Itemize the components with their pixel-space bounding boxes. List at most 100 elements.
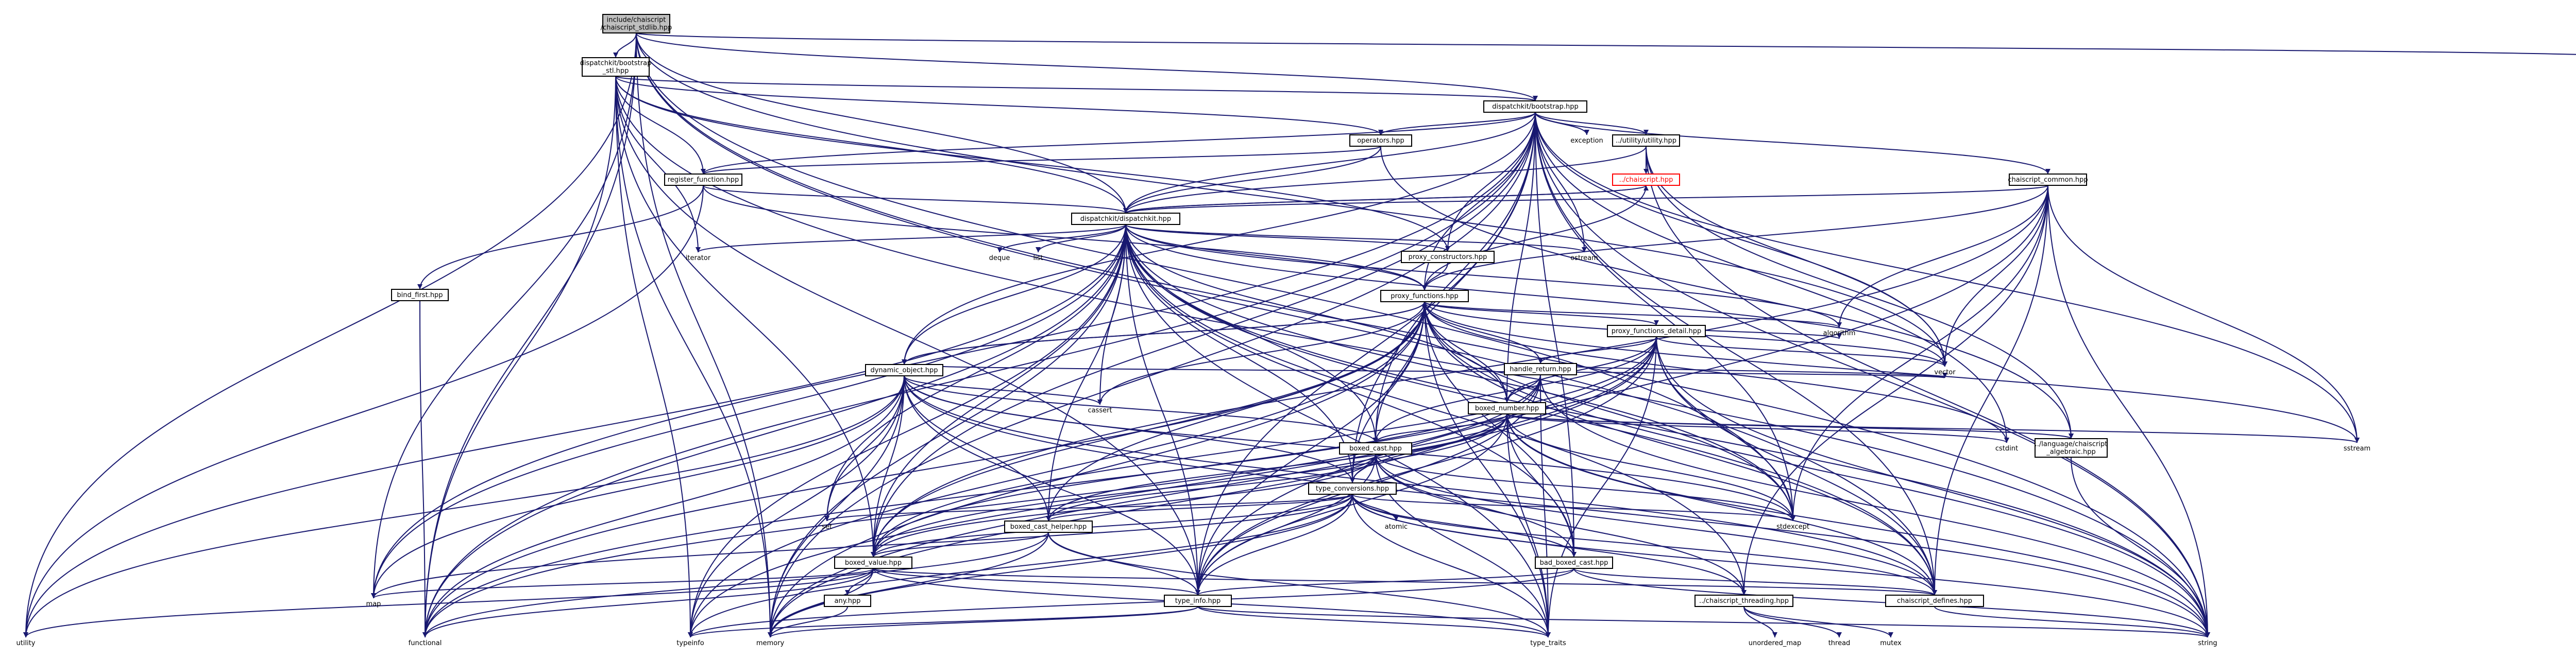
node-boxed-cast[interactable]: boxed_cast.hpp [1339, 442, 1412, 455]
dependency-edge-boxed_value-to-functional [425, 568, 874, 638]
node-label: atomic [1385, 523, 1408, 531]
dependency-edge-type_conversions-to-set [826, 494, 1353, 522]
dependency-edge-root-to-utility_h [25, 32, 637, 638]
node-label: exception [1570, 137, 1603, 145]
node-dynamic-object[interactable]: dynamic_object.hpp [865, 364, 943, 376]
dependency-edge-boxed_cast-to-bad_boxed_cast [1375, 454, 1574, 558]
dependency-arrowhead [1504, 397, 1510, 403]
node-string: string [2198, 639, 2217, 647]
node-type-traits: type_traits [1530, 639, 1566, 647]
node-label: boxed_cast_helper.hpp [1010, 523, 1087, 531]
dependency-edge-proxy_functions_detail-to-type_traits [1548, 336, 1657, 638]
node-label: ostream [1570, 254, 1598, 262]
node-operators[interactable]: operators.hpp [1349, 134, 1412, 147]
dependency-edge-threading-to-mutex [1743, 606, 1891, 638]
dependency-edge-proxy_functions-to-typeinfo [690, 301, 1425, 638]
node-label: bad_boxed_cast.hpp [1540, 559, 1608, 567]
dependency-arrowhead [1584, 130, 1589, 135]
node-label: boxed_cast.hpp [1349, 445, 1402, 453]
node-label: proxy_functions_detail.hpp [1612, 327, 1702, 335]
node-label: register_function.hpp [668, 176, 739, 184]
node-register-function[interactable]: register_function.hpp [664, 174, 742, 186]
dependency-arrowhead [1837, 632, 1842, 637]
dependency-edge-bootstrap_stl-to-iterator [615, 76, 699, 253]
dependency-edge-type_conversions-to-map [373, 494, 1353, 599]
node-utility[interactable]: ../utility/utility.hpp [1612, 134, 1680, 147]
dependency-edge-dispatchkit-to-set [826, 224, 1126, 522]
dependency-edge-bootstrap_stl-to-operators [615, 76, 1381, 135]
node-label: memory [756, 639, 785, 647]
dependency-edge-chaiscript_common-to-sstream [2047, 185, 2358, 443]
dependency-edge-bootstrap_stl-to-register_function [615, 76, 704, 175]
dependency-arrowhead [696, 247, 701, 252]
dependency-arrowhead [1790, 516, 1795, 521]
node-box [1694, 595, 1793, 607]
node-root[interactable]: include/chaiscript/chaiscript_stdlib.hpp [601, 14, 672, 33]
node-label: algorithm [1823, 330, 1856, 337]
dependency-edge-root-to-dispatchkit [636, 32, 1126, 214]
node-boxed-number[interactable]: boxed_number.hpp [1468, 402, 1546, 414]
node-map: map [366, 600, 381, 608]
dependency-edge-boxed_number-to-sstream [1506, 413, 2358, 443]
dependency-edge-proxy_functions_detail-to-boxed_number [1506, 336, 1657, 403]
node-threading[interactable]: ../chaiscript_threading.hpp [1694, 595, 1793, 607]
dependency-edge-handle_return-to-functional [425, 374, 1541, 638]
node-box [1071, 213, 1180, 225]
node-label: _stl.hpp [602, 67, 629, 75]
node-mutex: mutex [1880, 639, 1902, 647]
node-box [2035, 438, 2108, 458]
node-box [1535, 557, 1613, 569]
node-box [1349, 134, 1412, 147]
node-handle-return[interactable]: handle_return.hpp [1504, 363, 1577, 375]
dependency-edges [23, 32, 2576, 638]
node-chaiscript-defines[interactable]: chaiscript_defines.hpp [1885, 595, 1984, 607]
dependency-edge-proxy_functions-to-cstdint [1424, 301, 2007, 443]
node-dispatchkit[interactable]: dispatchkit/dispatchkit.hpp [1071, 213, 1180, 225]
node-box [1339, 442, 1412, 455]
dependency-edge-boxed_number-to-chaiscript_defines [1506, 413, 1935, 596]
dependency-edge-chaiscript_common-to-algorithm [1839, 185, 2048, 328]
dependency-edge-dispatchkit-to-dynamic_object [904, 224, 1126, 365]
dependency-edge-dynamic_object-to-boxed_value [873, 375, 905, 558]
dependency-edge-dynamic_object-to-boxed_cast [904, 375, 1376, 443]
node-label: unordered_map [1749, 639, 1802, 647]
dependency-edge-dispatchkit-to-stdexcept [1125, 224, 1793, 522]
node-box [1401, 251, 1495, 263]
node-label: string [2198, 639, 2217, 647]
node-label: /chaiscript_stdlib.hpp [601, 24, 672, 32]
node-boxed-value[interactable]: boxed_value.hpp [834, 557, 912, 569]
dependency-edge-dynamic_object-to-string [904, 375, 2208, 638]
node-proxy-functions-detail[interactable]: proxy_functions_detail.hpp [1607, 325, 1706, 337]
node-type-conversions[interactable]: type_conversions.hpp [1308, 482, 1397, 495]
node-label: dynamic_object.hpp [870, 367, 938, 374]
dependency-arrowhead [2354, 438, 2360, 443]
node-bad-boxed-cast[interactable]: bad_boxed_cast.hpp [1535, 557, 1613, 569]
dependency-arrowhead [2069, 433, 2074, 439]
dependency-edge-proxy_functions-to-boxed_cast [1375, 301, 1425, 443]
dependency-edge-handle_return-to-type_traits [1540, 374, 1549, 638]
node-chaiscript-hpp[interactable]: ../chaiscript.hpp [1612, 174, 1680, 186]
dependency-edge-proxy_functions-to-memory [770, 301, 1425, 638]
node-box [1004, 521, 1093, 533]
dependency-arrowhead [1643, 169, 1649, 174]
node-algebraic[interactable]: ../language/chaiscript_algebraic.hpp [2035, 438, 2108, 458]
dependency-arrowhead [613, 53, 618, 58]
node-bootstrap-stl[interactable]: dispatchkit/bootstrap_stl.hpp [580, 57, 652, 77]
node-boxed-cast-helper[interactable]: boxed_cast_helper.hpp [1004, 521, 1093, 533]
dependency-edge-type_info-to-memory [770, 606, 1198, 638]
dependency-arrowhead [1643, 130, 1649, 135]
dependency-edge-dynamic_object-to-boxed_cast_helper [904, 375, 1049, 522]
dependency-edge-dynamic_object-to-proxy_functions [904, 301, 1425, 365]
node-bind-first[interactable]: bind_first.hpp [391, 289, 449, 301]
node-proxy-functions[interactable]: proxy_functions.hpp [1380, 290, 1469, 302]
node-label: proxy_constructors.hpp [1409, 253, 1487, 261]
node-type-info[interactable]: type_info.hpp [1164, 595, 1232, 607]
dependency-edge-utility-to-vector [1646, 146, 1945, 367]
dependency-edge-dispatchkit-to-boxed_cast_helper [1048, 224, 1126, 522]
node-bootstrap[interactable]: dispatchkit/bootstrap.hpp [1483, 100, 1587, 113]
node-proxy-constructors[interactable]: proxy_constructors.hpp [1401, 251, 1495, 263]
dependency-edge-boxed_cast-to-stdexcept [1375, 454, 1793, 522]
node-chaiscript-common[interactable]: chaiscript_common.hpp [2008, 174, 2088, 186]
dependency-edge-boxed_value-to-utility_h [25, 568, 874, 638]
node-any[interactable]: any.hpp [824, 595, 871, 607]
